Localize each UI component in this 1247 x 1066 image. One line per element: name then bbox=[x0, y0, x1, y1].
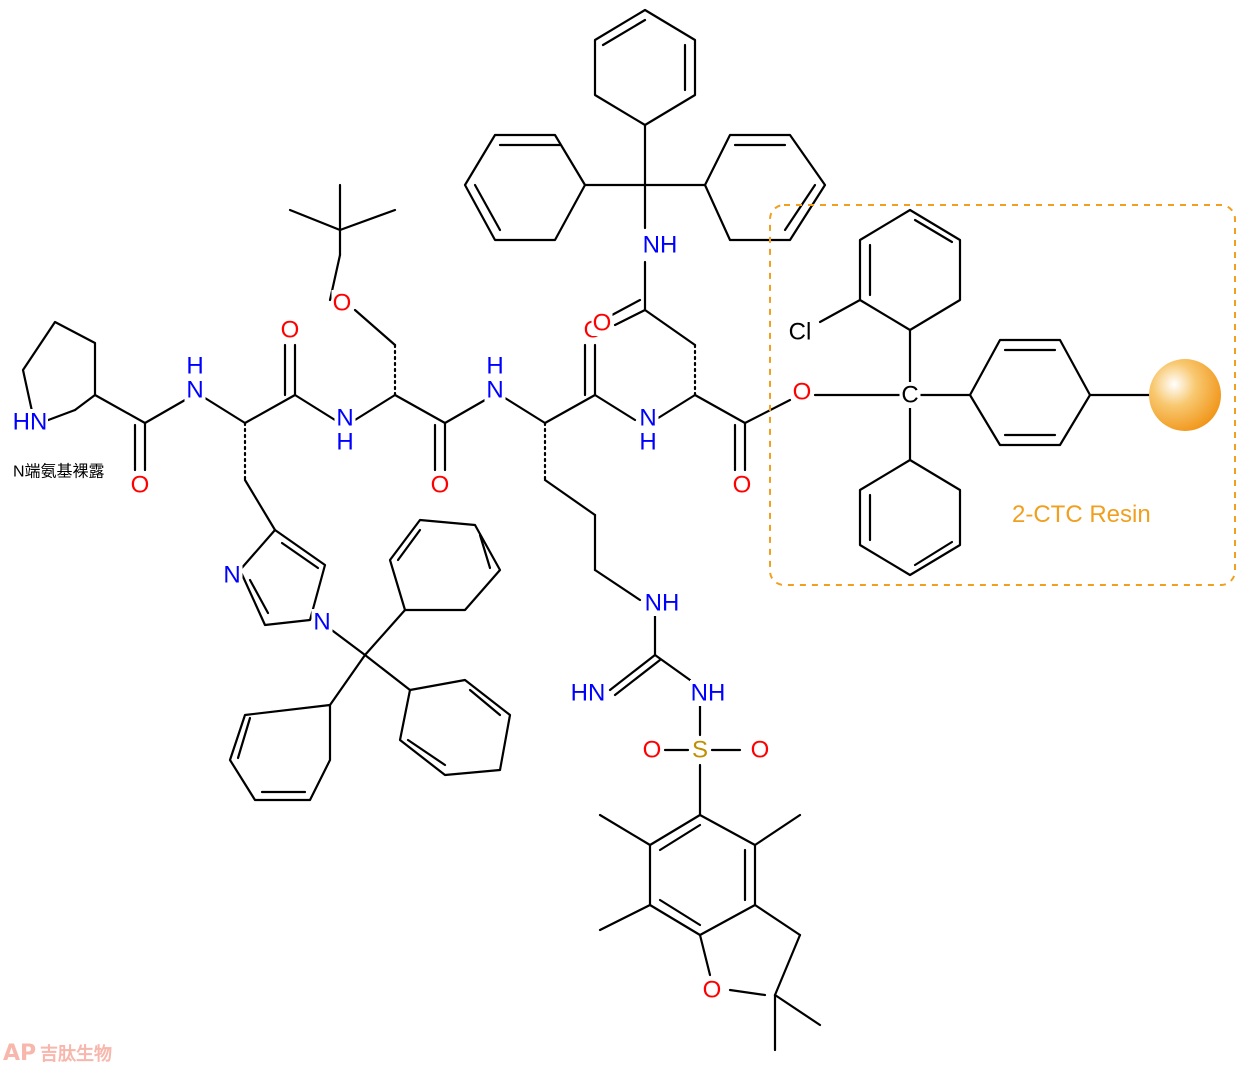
atom-label-text: O bbox=[793, 379, 812, 406]
atom-label-background bbox=[429, 472, 451, 498]
atom-label-background bbox=[591, 310, 613, 336]
atom-arg-hn: HN bbox=[570, 680, 606, 707]
atom-label-text: N bbox=[336, 405, 353, 432]
atom-his-nh: HN bbox=[184, 353, 206, 404]
atom-label-background bbox=[331, 290, 353, 316]
atom-his-ring-n: N bbox=[221, 562, 243, 589]
atom-asn-side-o: O bbox=[591, 310, 613, 337]
atom-label-text: NH bbox=[645, 590, 680, 617]
atom-label-text: N bbox=[639, 405, 656, 432]
watermark: AP 吉肽生物 bbox=[3, 1041, 112, 1066]
atom-label-background bbox=[12, 409, 48, 435]
atom-label-text: O bbox=[431, 472, 450, 499]
atom-furan-o: O bbox=[701, 977, 723, 1004]
n-terminus-note: N端氨基裸露 bbox=[13, 463, 105, 481]
watermark-logo: AP bbox=[3, 1041, 36, 1066]
resin-label: 2-CTC Resin bbox=[1012, 501, 1151, 528]
atom-ser-o: O bbox=[429, 472, 451, 499]
atom-label-background bbox=[749, 737, 771, 763]
atom-trityl-c: C bbox=[899, 382, 921, 409]
atom-label-background bbox=[791, 379, 813, 405]
atom-asn-ester-o-double: O bbox=[731, 472, 753, 499]
atom-label-text: O bbox=[333, 290, 352, 317]
atom-label-background bbox=[782, 319, 818, 345]
atom-his-o: O bbox=[279, 317, 301, 344]
watermark-company: 吉肽生物 bbox=[40, 1043, 112, 1065]
atom-label-text: O bbox=[703, 977, 722, 1004]
atom-label-background bbox=[690, 680, 726, 706]
atom-label-background bbox=[642, 232, 678, 258]
atom-label-text: S bbox=[692, 737, 708, 764]
atom-label-text: N bbox=[486, 377, 503, 404]
atom-arg-so2-nh: NH bbox=[690, 680, 726, 707]
atom-asn-side-nh: NH bbox=[642, 232, 678, 259]
atom-asn-nh: NH bbox=[637, 405, 659, 456]
atom-label-background bbox=[689, 737, 711, 763]
atom-label-text: HN bbox=[13, 409, 48, 436]
atom-label-background bbox=[279, 317, 301, 343]
atom-label-background bbox=[129, 472, 151, 498]
atom-label-text: NH bbox=[643, 232, 678, 259]
atom-label-text: H bbox=[639, 429, 656, 456]
atom-ester-o: O bbox=[791, 379, 813, 406]
atom-label-text: O bbox=[733, 472, 752, 499]
atom-arg-nh: HN bbox=[484, 353, 506, 404]
atom-label-text: N bbox=[223, 562, 240, 589]
resin-bead bbox=[1149, 359, 1221, 431]
atom-cl: Cl bbox=[782, 319, 818, 346]
atom-pro-nh: HN bbox=[12, 409, 48, 436]
atom-label-background bbox=[899, 382, 921, 408]
atom-label-background bbox=[484, 353, 506, 403]
atom-label-background bbox=[334, 405, 356, 455]
bond-layer bbox=[21, 8, 1152, 1052]
atom-label-background bbox=[637, 405, 659, 455]
atom-sulfonyl-o-right: O bbox=[749, 737, 771, 764]
atom-label-background bbox=[311, 609, 333, 635]
atom-label-background bbox=[184, 353, 206, 403]
atom-label-text: O bbox=[751, 737, 770, 764]
atom-pro-o: O bbox=[129, 472, 151, 499]
atom-label-text: C bbox=[901, 382, 918, 409]
atom-label-text: O bbox=[131, 472, 150, 499]
atom-label-text: H bbox=[486, 353, 503, 380]
atom-his-ring-n1: N bbox=[311, 609, 333, 636]
atom-label-background bbox=[641, 737, 663, 763]
atom-label-text: HN bbox=[571, 680, 606, 707]
atom-sulfonyl-o-left: O bbox=[641, 737, 663, 764]
atom-label-background bbox=[644, 590, 680, 616]
atom-label-text: O bbox=[593, 310, 612, 337]
atom-label-background bbox=[221, 562, 243, 588]
atom-sulfonyl-s: S bbox=[689, 737, 711, 764]
atom-label-text: N bbox=[313, 609, 330, 636]
atom-label-background bbox=[570, 680, 606, 706]
atom-label-background bbox=[731, 472, 753, 498]
atom-label-text: N bbox=[186, 377, 203, 404]
atom-ser-ether-o: O bbox=[331, 290, 353, 317]
atom-label-text: H bbox=[186, 353, 203, 380]
atom-ser-nh: NH bbox=[334, 405, 356, 456]
atom-label-text: Cl bbox=[789, 319, 812, 346]
atom-label-layer: HNHNOONHOOHNONHOOONHNNNHHNNHSOOOClC bbox=[12, 232, 921, 1004]
resin-box bbox=[769, 204, 1236, 586]
atom-label-background bbox=[701, 977, 723, 1003]
atom-label-text: H bbox=[336, 429, 353, 456]
atom-label-text: O bbox=[281, 317, 300, 344]
atom-label-text: O bbox=[643, 737, 662, 764]
atom-label-text: NH bbox=[691, 680, 726, 707]
atom-arg-guan-nh: NH bbox=[644, 590, 680, 617]
